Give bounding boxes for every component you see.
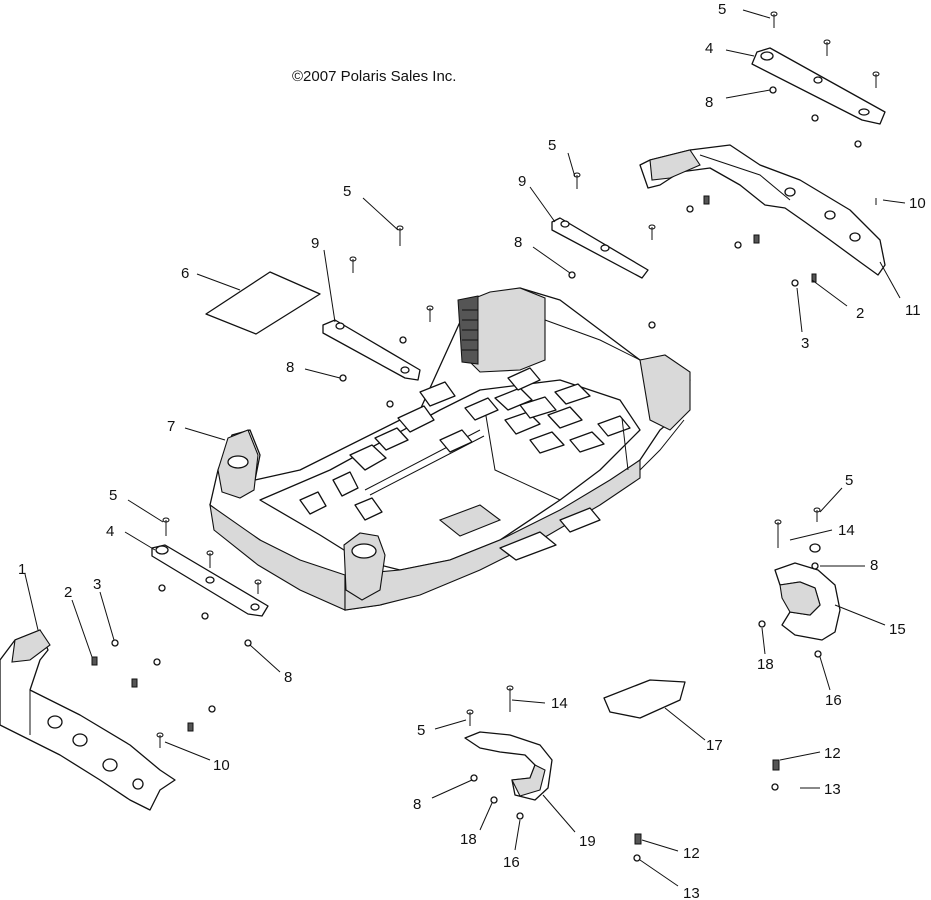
callout-19: 19 xyxy=(579,833,596,850)
callout-8: 8 xyxy=(514,234,522,251)
callout-10: 10 xyxy=(213,757,230,774)
callout-5: 5 xyxy=(845,472,853,489)
callout-12: 12 xyxy=(683,845,700,862)
callout-18: 18 xyxy=(757,656,774,673)
fasteners xyxy=(91,11,880,862)
callout-10: 10 xyxy=(909,195,926,212)
grab-handle-right xyxy=(774,543,841,641)
callout-2: 2 xyxy=(64,584,72,601)
callout-8: 8 xyxy=(284,669,292,686)
callout-8: 8 xyxy=(870,557,878,574)
leader-lines xyxy=(24,9,906,887)
access-cover xyxy=(603,679,686,719)
callout-8: 8 xyxy=(286,359,294,376)
callout-16: 16 xyxy=(825,692,842,709)
callout-labels: 5 4 8 5 9 8 5 9 6 8 7 10 11 2 3 5 4 8 1 … xyxy=(18,1,926,900)
callout-13: 13 xyxy=(824,781,841,798)
callout-15: 15 xyxy=(889,621,906,638)
callout-14: 14 xyxy=(551,695,568,712)
callout-5: 5 xyxy=(548,137,556,154)
callout-13: 13 xyxy=(683,885,700,900)
callout-5: 5 xyxy=(109,487,117,504)
callout-14: 14 xyxy=(838,522,855,539)
callout-18: 18 xyxy=(460,831,477,848)
callout-8: 8 xyxy=(705,94,713,111)
callout-7: 7 xyxy=(167,418,175,435)
callout-6: 6 xyxy=(181,265,189,282)
callout-5: 5 xyxy=(343,183,351,200)
cargo-box xyxy=(209,287,691,611)
callout-3: 3 xyxy=(93,576,101,593)
callout-4: 4 xyxy=(106,523,114,540)
bracket-bar-left xyxy=(322,319,421,381)
callout-5: 5 xyxy=(718,1,726,18)
callout-9: 9 xyxy=(311,235,319,252)
copyright-text: ©2007 Polaris Sales Inc. xyxy=(292,68,456,85)
callout-5: 5 xyxy=(417,722,425,739)
callout-2: 2 xyxy=(856,305,864,322)
callout-4: 4 xyxy=(705,40,713,57)
bracket-bar-right xyxy=(551,217,649,279)
callout-8: 8 xyxy=(413,796,421,813)
callout-1: 1 xyxy=(18,561,26,578)
callout-16: 16 xyxy=(503,854,520,871)
callout-12: 12 xyxy=(824,745,841,762)
callout-11: 11 xyxy=(905,302,921,319)
rear-bumper xyxy=(639,144,886,276)
grab-handle-center xyxy=(464,731,553,801)
rear-bracket-top xyxy=(751,47,886,125)
front-bracket-lower xyxy=(151,544,269,617)
decal xyxy=(205,271,321,335)
callout-17: 17 xyxy=(706,737,723,754)
callout-3: 3 xyxy=(801,335,809,352)
front-bumper xyxy=(0,629,176,811)
callout-9: 9 xyxy=(518,173,526,190)
